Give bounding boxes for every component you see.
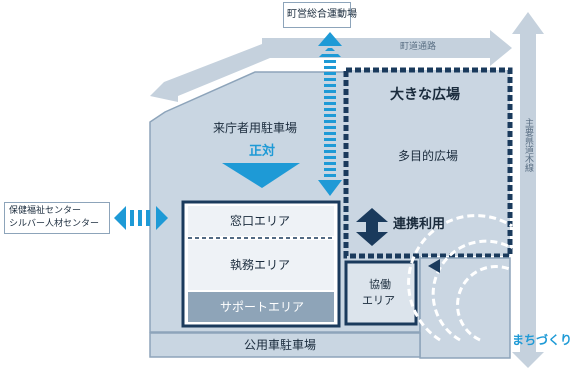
linked-use-label: 連携利用 <box>393 217 446 232</box>
facing-triangle <box>222 163 300 188</box>
sports-ground-arrow <box>318 46 342 180</box>
window-area <box>188 206 334 236</box>
sports-ground-label: 町営総合運動場 <box>287 9 357 20</box>
prefectural-road-label: 主要県道木線 <box>523 118 533 172</box>
window-area-label: 窓口エリア <box>230 214 291 228</box>
town-road-arrow <box>150 30 512 102</box>
multi-plaza-label: 多目的広場 <box>398 149 459 163</box>
welfare-label-box <box>4 202 110 234</box>
support-area-label: サポートエリア <box>220 300 305 314</box>
town-making-label: まちづくり <box>512 333 572 347</box>
sports-ground-label-box <box>283 2 351 28</box>
support-area <box>188 292 334 322</box>
welfare-arrow <box>114 206 168 230</box>
right-strip <box>419 257 511 359</box>
big-plaza-label: 大きな広場 <box>390 87 460 103</box>
office-area <box>188 240 334 290</box>
facing-label: 正対 <box>249 144 276 159</box>
sports-ground-arrow-top <box>318 32 342 46</box>
collab-area <box>344 260 418 326</box>
welfare-label-line1: 保健福祉センター <box>9 206 82 216</box>
linked-use-arrow <box>356 208 388 246</box>
public-parking-label: 公用車駐車場 <box>244 338 317 352</box>
town-making-arrow-head <box>428 259 440 273</box>
town-road-label: 町道通路 <box>400 42 437 52</box>
office-area-label: 執務エリア <box>230 258 291 272</box>
sports-ground-arrow-head <box>318 180 342 196</box>
welfare-label-line2: シルバー人材センター <box>9 219 100 229</box>
prefectural-road-arrow <box>512 12 544 368</box>
visitor-parking-label: 来庁者用駐車場 <box>213 121 298 135</box>
collab-area-label-line2: エリア <box>362 294 395 307</box>
collab-area-label-line1: 協働 <box>369 278 391 291</box>
public-parking-bar <box>149 332 421 358</box>
